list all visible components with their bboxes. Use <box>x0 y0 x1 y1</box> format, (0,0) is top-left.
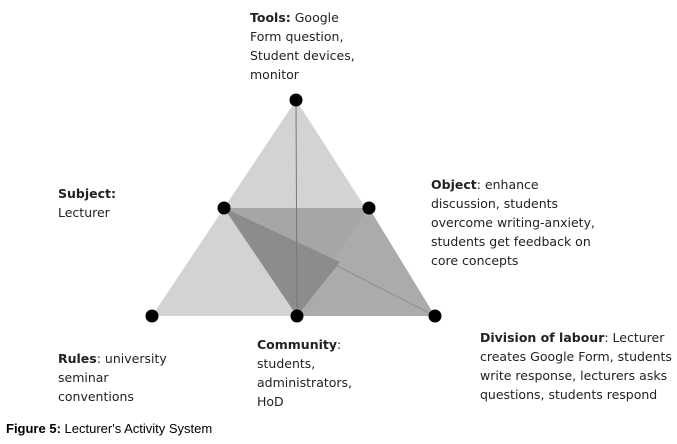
rules-text: : university seminar conventions <box>58 351 167 404</box>
tools-heading: Tools: <box>250 10 291 25</box>
object-node <box>362 201 376 215</box>
caption-text: Lecturer's Activity System <box>60 421 213 436</box>
overlap-triangle <box>224 208 340 316</box>
tools-text: Google Form question, Student devices, m… <box>250 10 355 82</box>
division-heading: Division of labour <box>480 330 605 345</box>
subject-node <box>217 201 231 215</box>
community-node <box>290 309 304 323</box>
object-label: Object: enhance discussion, students ove… <box>431 175 631 270</box>
object-heading: Object <box>431 177 477 192</box>
tools-node <box>289 93 303 107</box>
division-wedge <box>297 208 435 316</box>
community-label: Community: students, administrators, HoD <box>257 335 367 411</box>
rules-node <box>145 309 159 323</box>
subject-text: Lecturer <box>58 205 110 220</box>
rules-label: Rules: university seminar conventions <box>58 349 188 406</box>
tools-label: Tools: Google Form question, Student dev… <box>250 8 370 84</box>
division-text: : Lecturer creates Google Form, students… <box>480 330 672 402</box>
subject-label: Subject: Lecturer <box>58 184 178 222</box>
figure-caption: Figure 5: Lecturer's Activity System <box>6 421 212 436</box>
object-text: : enhance discussion, students overcome … <box>431 177 595 268</box>
subject-heading: Subject: <box>58 186 116 201</box>
division-label: Division of labour: Lecturer creates Goo… <box>480 328 675 404</box>
division-node <box>428 309 442 323</box>
rules-heading: Rules <box>58 351 97 366</box>
community-text: : students, administrators, HoD <box>257 337 353 409</box>
community-heading: Community <box>257 337 338 352</box>
caption-prefix: Figure 5: <box>6 421 61 436</box>
subject-division-line <box>223 207 436 317</box>
tools-community-line <box>295 99 298 317</box>
